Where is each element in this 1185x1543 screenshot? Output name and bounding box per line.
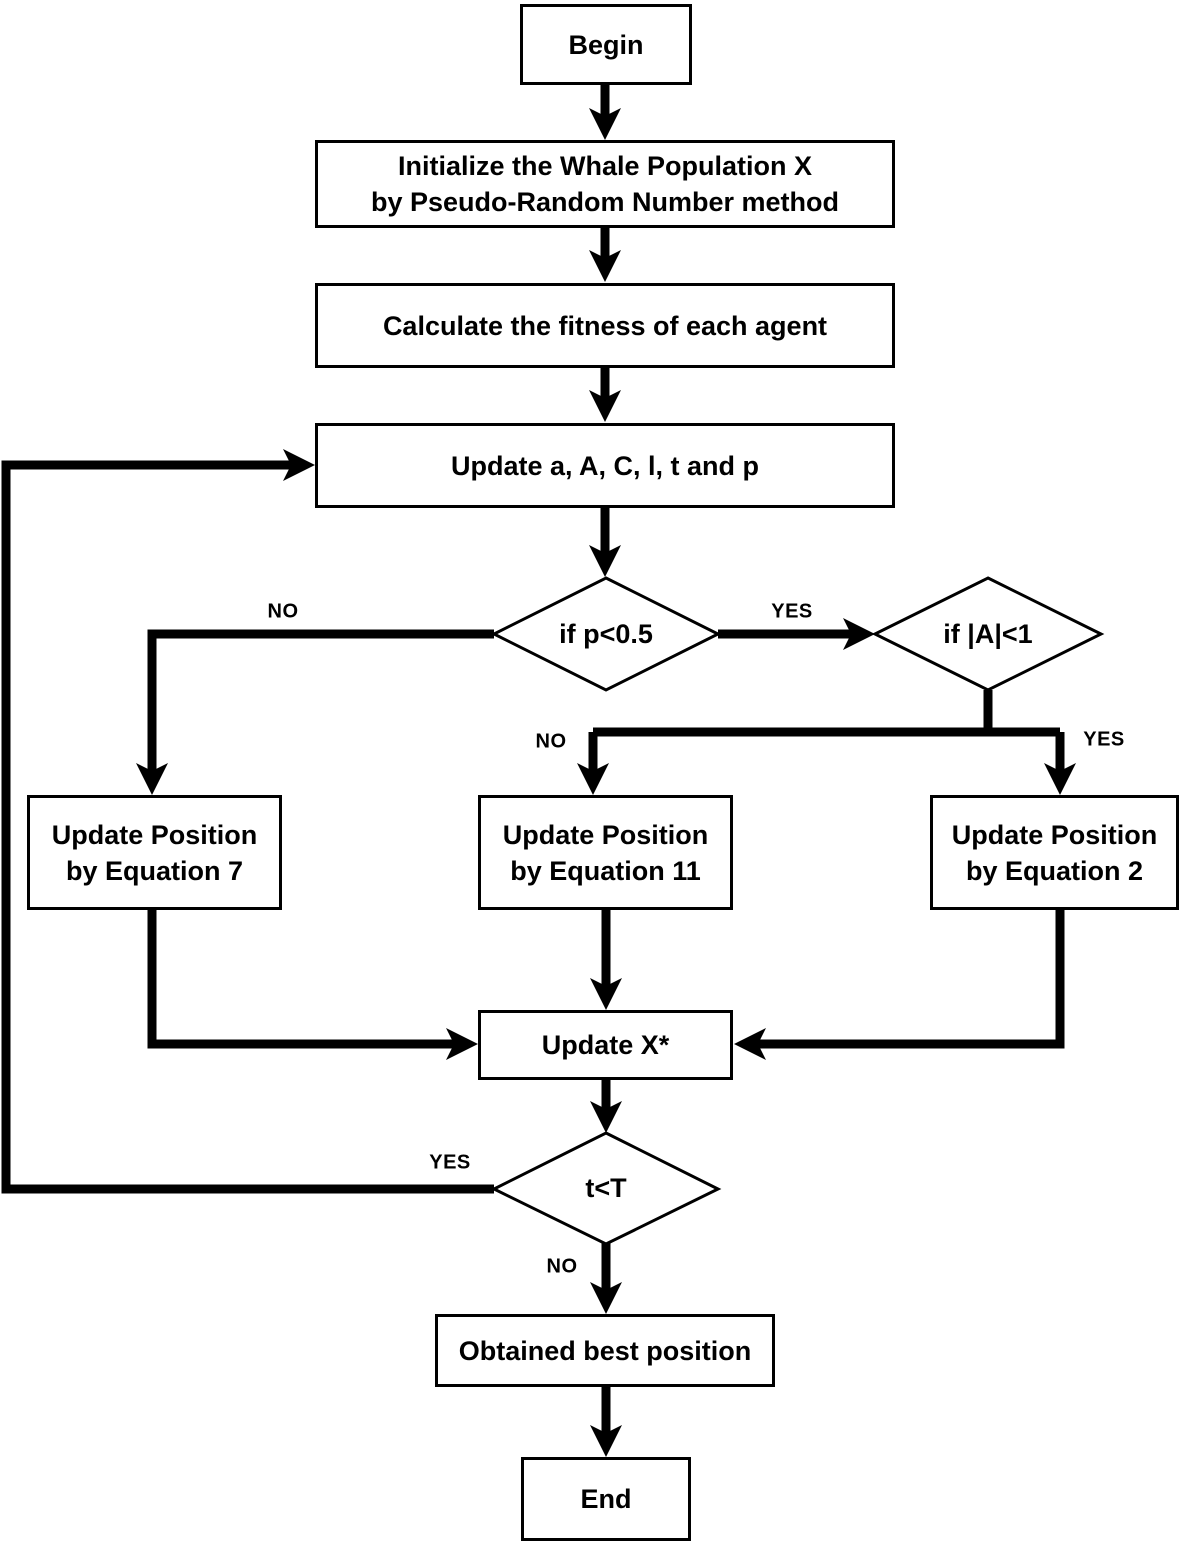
arrowhead-icon <box>734 1028 766 1060</box>
edge-label-t-yes: YES <box>429 1151 471 1174</box>
edge-eq2-to-update-x <box>757 910 1065 1049</box>
node-obtained-best-position: Obtained best position <box>435 1314 775 1387</box>
arrowhead-icon <box>577 763 609 795</box>
node-initialize-line2: by Pseudo-Random Number method <box>370 187 840 217</box>
node-calculate-label: Calculate the fitness of each agent <box>382 310 828 341</box>
arrowhead-icon <box>590 1282 622 1314</box>
decision-p-label: if p<0.5 <box>559 618 653 649</box>
decision-p-diamond <box>490 576 722 692</box>
edge-label-a-yes: YES <box>1083 728 1125 751</box>
edge-label-t-no: NO <box>546 1255 578 1278</box>
node-initialize-population: Initialize the Whale Population X by Pse… <box>315 140 895 228</box>
arrowhead-icon <box>589 108 621 140</box>
node-eq11-line1: Update Position <box>502 819 709 850</box>
node-update-position-eq7: Update Position by Equation 7 <box>27 795 282 910</box>
node-update-x-star-label: Update X* <box>541 1030 670 1060</box>
arrowhead-icon <box>589 390 621 422</box>
arrowhead-icon <box>590 978 622 1010</box>
edge-p-no-to-eq7 <box>147 629 494 772</box>
arrowhead-icon <box>446 1028 478 1060</box>
edge-eq7-to-update-x <box>147 910 455 1049</box>
decision-t-label: t<T <box>585 1173 627 1203</box>
node-initialize-line1: Initialize the Whale Population X <box>397 151 813 181</box>
node-update-position-eq2: Update Position by Equation 2 <box>930 795 1179 910</box>
arrowhead-icon <box>590 1425 622 1457</box>
arrowhead-icon <box>590 1101 622 1133</box>
node-end: End <box>521 1457 691 1541</box>
arrowhead-icon <box>843 618 875 650</box>
arrowhead-icon <box>589 545 621 577</box>
node-end-label: End <box>580 1484 632 1514</box>
node-update-parameters: Update a, A, C, l, t and p <box>315 423 895 508</box>
node-obtained-label: Obtained best position <box>458 1335 752 1366</box>
arrowhead-icon <box>136 763 168 795</box>
node-eq7-line1: Update Position <box>51 819 258 850</box>
node-begin-label: Begin <box>568 29 644 60</box>
node-update-x-star: Update X* <box>478 1010 733 1080</box>
edge-label-p-yes: YES <box>771 600 813 623</box>
node-eq2-line2: by Equation 2 <box>965 855 1144 886</box>
edge-label-p-no: NO <box>267 600 299 623</box>
node-eq11-line2: by Equation 11 <box>510 855 701 886</box>
arrowhead-icon <box>589 250 621 282</box>
node-calculate-fitness: Calculate the fitness of each agent <box>315 283 895 368</box>
node-update-position-eq11: Update Position by Equation 11 <box>478 795 733 910</box>
edge-label-a-no: NO <box>535 730 567 753</box>
decision-a-label: if |A|<1 <box>943 618 1033 649</box>
node-eq2-line1: Update Position <box>951 819 1158 850</box>
node-update-parameters-label: Update a, A, C, l, t and p <box>450 450 760 481</box>
node-eq7-line2: by Equation 7 <box>65 855 244 886</box>
decision-t-diamond <box>490 1131 722 1246</box>
arrowhead-icon <box>1044 763 1076 795</box>
edge-t-yes-loop-to-update-params <box>1 460 494 1194</box>
node-begin: Begin <box>520 4 692 85</box>
arrowhead-icon <box>283 449 315 481</box>
decision-a-diamond <box>871 576 1105 692</box>
